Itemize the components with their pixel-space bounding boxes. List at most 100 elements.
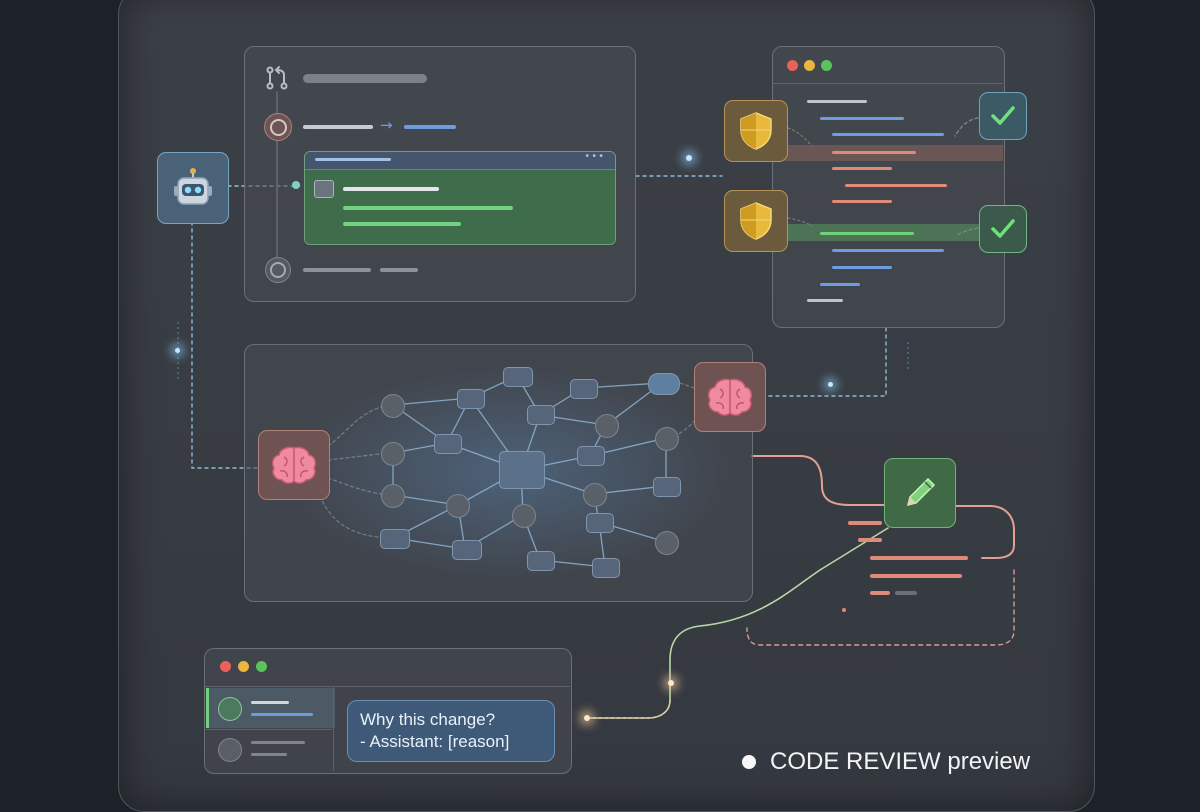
conversation-line [251,701,289,704]
code-line [832,167,892,170]
reasoning-node[interactable] [258,430,330,500]
edit-line [870,556,968,560]
graph-node[interactable] [380,529,410,549]
git-branch-icon [264,65,290,95]
graph-node[interactable] [452,540,482,560]
code-line [845,184,947,187]
edit-line [870,591,890,595]
robot-avatar-icon [314,180,334,198]
chat-bubble: Why this change? - Assistant: [reason] [347,700,555,762]
graph-node[interactable] [655,531,679,555]
edit-line [895,591,917,595]
graph-node[interactable] [653,477,681,497]
graph-node[interactable] [592,558,620,578]
bot-node[interactable] [157,152,229,224]
graph-node[interactable] [655,427,679,451]
glow-dot [668,680,674,686]
graph-hub-node[interactable] [499,451,545,489]
code-line [832,200,892,203]
brain-icon [271,446,317,484]
branch-line [303,125,373,129]
conversation-line [251,741,305,744]
bullet-dot [742,755,756,769]
edit-suggestion-node[interactable] [884,458,956,528]
checkmark-icon [991,219,1015,238]
graph-node[interactable] [512,504,536,528]
pr-title-line [303,74,427,83]
code-line [832,249,944,252]
conversation-line [251,753,287,756]
comment-line [343,187,439,191]
timeline-line [303,268,371,272]
comment-line [343,222,461,226]
approval-check-node[interactable] [979,205,1027,253]
graph-node[interactable] [527,551,555,571]
security-check-node[interactable] [724,100,788,162]
window-minimize-button[interactable] [238,661,249,672]
avatar [218,738,242,762]
chat-bubble-answer: - Assistant: [reason] [360,732,510,751]
review-comment-card: ••• [304,151,616,245]
glow-dot [175,348,180,353]
reasoning-node[interactable] [694,362,766,432]
graph-node[interactable] [527,405,555,425]
code-line [832,266,892,269]
graph-node[interactable] [434,434,462,454]
code-line [807,100,867,103]
comment-line [343,206,513,210]
graph-node[interactable] [577,446,605,466]
edit-line [842,608,846,612]
checkmark-icon [991,106,1015,125]
security-check-node[interactable] [724,190,788,252]
glow-dot [686,155,692,161]
chat-bubble-question: Why this change? [360,710,496,729]
approval-check-node[interactable] [979,92,1027,140]
code-line [820,117,904,120]
edit-line [848,521,882,525]
github-avatar-icon [264,113,292,141]
robot-icon [174,168,212,205]
conversation-line [251,713,313,716]
more-options-icon[interactable]: ••• [584,151,605,162]
glow-dot [828,382,833,387]
window-maximize-button[interactable] [256,661,267,672]
graph-node[interactable] [648,373,680,395]
edit-line [870,574,962,578]
code-line [832,151,916,154]
graph-node[interactable] [446,494,470,518]
graph-node[interactable] [381,394,405,418]
github-avatar-icon [265,257,291,283]
caption-label: CODE REVIEW preview [770,748,1031,775]
graph-node[interactable] [381,484,405,508]
code-line [820,232,914,235]
edit-line [858,538,882,542]
shield-icon [740,112,772,150]
timeline-node [292,181,300,189]
graph-node[interactable] [457,389,485,409]
graph-node[interactable] [586,513,614,533]
avatar [218,697,242,721]
brain-icon [707,378,753,416]
arrow-right-icon: → [380,116,393,134]
window-minimize-button[interactable] [804,60,815,71]
code-line [832,133,944,136]
glow-dot [584,715,590,721]
window-maximize-button[interactable] [821,60,832,71]
timeline-line [380,268,418,272]
window-close-button[interactable] [787,60,798,71]
code-diff-window [772,46,1005,328]
graph-node[interactable] [583,483,607,507]
code-line [820,283,860,286]
caption: CODE REVIEW preview [742,748,1030,776]
graph-node[interactable] [503,367,533,387]
graph-node[interactable] [381,442,405,466]
graph-node[interactable] [595,414,619,438]
graph-node[interactable] [570,379,598,399]
branch-target-line [404,125,456,129]
shield-icon [740,202,772,240]
pencil-icon [906,477,936,507]
window-close-button[interactable] [220,661,231,672]
code-line [807,299,843,302]
